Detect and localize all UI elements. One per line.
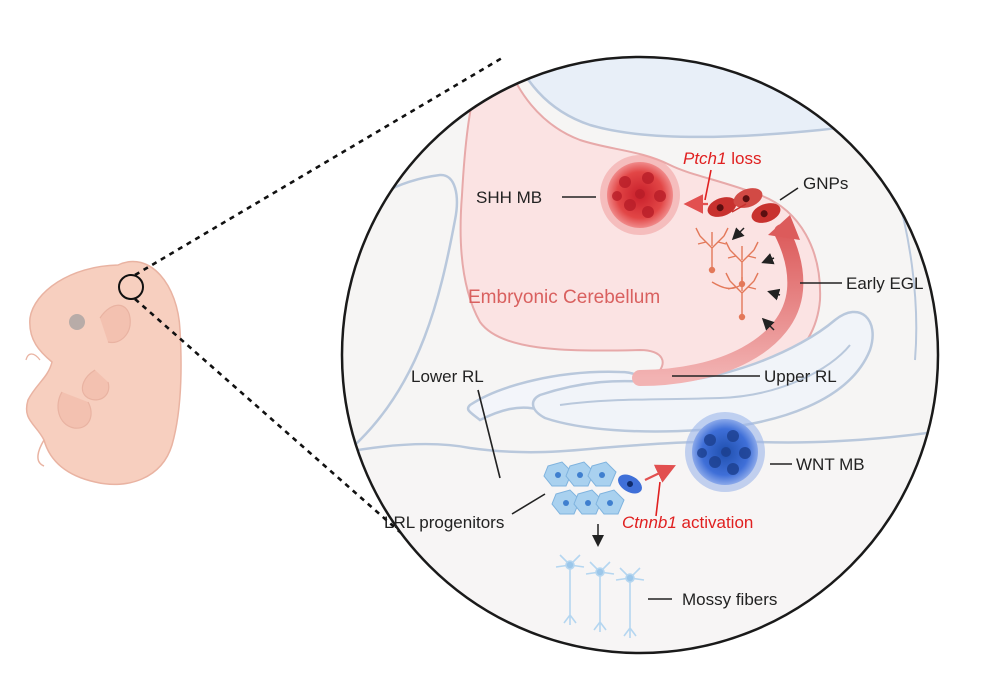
label-mossy-fibers: Mossy fibers bbox=[682, 590, 777, 609]
label-upper-rl: Upper RL bbox=[764, 367, 837, 386]
label-embryonic-cerebellum: Embryonic Cerebellum bbox=[468, 287, 660, 308]
label-lower-rl: Lower RL bbox=[411, 367, 484, 386]
label-loss: loss bbox=[726, 149, 761, 168]
label-early-egl: Early EGL bbox=[846, 274, 923, 293]
label-ctnnb1-activation: Ctnnb1 activation bbox=[622, 513, 753, 532]
gnp-cell-icon bbox=[707, 188, 781, 223]
embryo-eye-icon bbox=[69, 314, 85, 330]
label-lrl-progenitors: LRL progenitors bbox=[384, 513, 504, 532]
upper-rl-migration-arrow bbox=[632, 224, 804, 386]
lrl-progenitor-icon bbox=[543, 461, 642, 515]
magnified-circle-border bbox=[340, 55, 940, 655]
label-ctnnb1: Ctnnb1 bbox=[622, 513, 677, 532]
wnt-red-arrow bbox=[644, 464, 676, 483]
wnt-tumor-icon bbox=[685, 412, 765, 492]
label-gnps: GNPs bbox=[803, 174, 848, 193]
label-shh-mb: SHH MB bbox=[476, 188, 542, 207]
label-wnt-mb: WNT MB bbox=[796, 455, 865, 474]
mossy-fiber-icon bbox=[555, 554, 645, 638]
label-activation: activation bbox=[677, 513, 754, 532]
label-ptch1-loss: Ptch1 loss bbox=[683, 149, 761, 168]
zoom-source-circle bbox=[118, 274, 144, 300]
purkinje-neuron-icon bbox=[695, 227, 759, 321]
migration-arrows bbox=[731, 227, 781, 331]
zoom-line-top bbox=[134, 56, 503, 277]
leader-lines bbox=[477, 169, 842, 600]
label-ptch1: Ptch1 bbox=[683, 149, 726, 168]
embryo-icon bbox=[25, 260, 182, 486]
magnified-view bbox=[340, 55, 940, 655]
shh-tumor-icon bbox=[600, 155, 680, 235]
